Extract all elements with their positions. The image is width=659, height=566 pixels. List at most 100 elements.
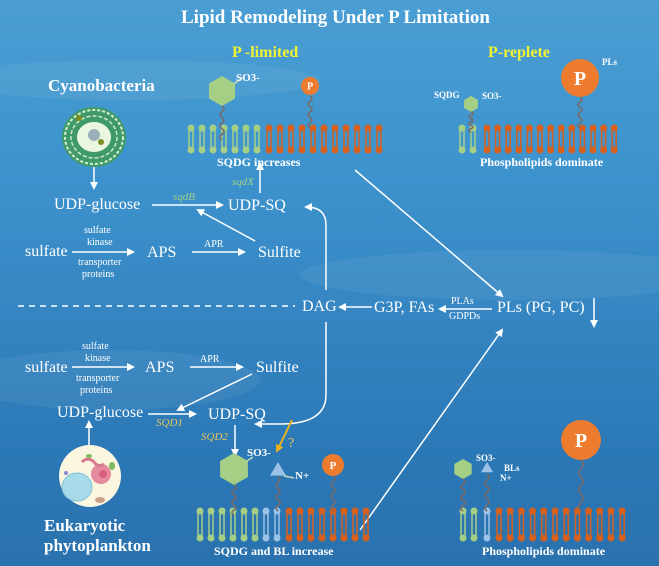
lipid-head bbox=[276, 146, 284, 154]
lipid-head bbox=[296, 534, 304, 542]
lipid-head bbox=[578, 146, 586, 154]
node-sulfate-top: sulfate bbox=[25, 243, 68, 260]
lipid-head bbox=[198, 146, 206, 154]
lipid-head bbox=[362, 534, 370, 542]
lipid-head bbox=[529, 507, 537, 515]
node-udp-glucose-top: UDP-glucose bbox=[54, 196, 141, 213]
node-dag: DAG bbox=[302, 298, 337, 315]
lipid-head bbox=[309, 124, 317, 132]
transporter-line1: transporter bbox=[78, 257, 122, 268]
lipid-head bbox=[287, 124, 295, 132]
lipid-head bbox=[187, 146, 195, 154]
lipid-head bbox=[610, 146, 618, 154]
sulfate-kinase-line1-bottom: sulfate bbox=[82, 341, 109, 352]
lipid-head bbox=[495, 507, 503, 515]
lipid-chain bbox=[578, 459, 584, 512]
eukaryote-label-line1: Eukaryotic bbox=[44, 516, 126, 535]
lipid-head bbox=[506, 534, 514, 542]
lipid-head bbox=[517, 534, 525, 542]
phosphate-icon bbox=[322, 454, 344, 476]
lipid-head bbox=[600, 124, 608, 132]
arrow-bottom-membrane-to-pls bbox=[359, 328, 504, 531]
cyanobacteria-label: Cyanobacteria bbox=[48, 76, 155, 95]
enzyme-sqd2: SQD2 bbox=[201, 431, 228, 443]
lipid-head bbox=[196, 507, 204, 515]
lipid-head bbox=[320, 146, 328, 154]
lipid-head bbox=[525, 124, 533, 132]
lipid-head bbox=[375, 124, 383, 132]
lipid-head bbox=[285, 507, 293, 515]
lipid-head bbox=[298, 146, 306, 154]
lipid-head bbox=[551, 534, 559, 542]
betaine-triangle-icon bbox=[481, 462, 493, 473]
lipid-head bbox=[231, 124, 239, 132]
lipid-head bbox=[262, 507, 270, 515]
arrow-dag-to-udpsq-top bbox=[304, 203, 327, 290]
lipid-head bbox=[494, 146, 502, 154]
lipid-head bbox=[209, 124, 217, 132]
lipid-chain bbox=[484, 473, 490, 512]
lipid-head bbox=[242, 124, 250, 132]
lipid-head bbox=[540, 507, 548, 515]
lipid-head bbox=[340, 534, 348, 542]
node-pls: PLs (PG, PC) bbox=[497, 299, 585, 316]
enzyme-sqd1: SQD1 bbox=[156, 417, 183, 429]
lipid-head bbox=[504, 146, 512, 154]
lipid-head bbox=[607, 507, 615, 515]
transporter-line1-bottom: transporter bbox=[76, 373, 120, 384]
lipid-head bbox=[585, 507, 593, 515]
lipid-head bbox=[515, 124, 523, 132]
lipid-head bbox=[298, 124, 306, 132]
lipid-chain bbox=[468, 111, 474, 133]
lipid-head bbox=[320, 124, 328, 132]
lipid-head bbox=[596, 534, 604, 542]
lipid-head bbox=[318, 507, 326, 515]
lipid-head bbox=[207, 507, 215, 515]
so3-label-bottom: SO3- bbox=[247, 447, 271, 459]
lipid-head bbox=[240, 507, 248, 515]
lipid-head bbox=[494, 124, 502, 132]
lipid-head bbox=[585, 534, 593, 542]
pls-label: PLs bbox=[602, 57, 618, 67]
lipid-head bbox=[375, 146, 383, 154]
so3-label-bottom-right: SO3- bbox=[476, 453, 496, 463]
lipid-head bbox=[296, 507, 304, 515]
lipid-head bbox=[568, 124, 576, 132]
lipid-head bbox=[285, 534, 293, 542]
enzyme-plas: PLAs bbox=[451, 296, 474, 307]
arrow-top-membrane-to-pls bbox=[354, 169, 504, 298]
lipid-head bbox=[483, 124, 491, 132]
lipid-head bbox=[470, 534, 478, 542]
lipid-head bbox=[251, 507, 259, 515]
n-plus-label-bottom: N+ bbox=[295, 470, 310, 482]
lipid-chain bbox=[231, 484, 237, 516]
cyanobacteria-cell-icon bbox=[62, 107, 126, 167]
arrow-unknown-bl-synthesis bbox=[276, 419, 293, 453]
background-wave bbox=[300, 250, 659, 300]
amine-bond bbox=[283, 475, 295, 479]
lipid-chain bbox=[307, 95, 313, 129]
so3-label-replete: SO3- bbox=[482, 91, 502, 101]
sulfonate-bond bbox=[233, 77, 243, 85]
lipid-head bbox=[364, 124, 372, 132]
eukaryotic-cell-icon bbox=[59, 445, 121, 507]
node-aps-bottom: APS bbox=[145, 359, 175, 376]
lipid-head bbox=[536, 146, 544, 154]
lipid-head bbox=[547, 124, 555, 132]
lipid-head bbox=[307, 534, 315, 542]
lipid-head bbox=[547, 146, 555, 154]
sqdg-label-replete: SQDG bbox=[434, 90, 460, 100]
lipid-head bbox=[218, 534, 226, 542]
betaine-triangle-icon bbox=[270, 462, 286, 476]
lipid-head bbox=[470, 507, 478, 515]
lipid-head bbox=[483, 146, 491, 154]
lipid-head bbox=[240, 534, 248, 542]
lipid-head bbox=[196, 534, 204, 542]
lipid-head bbox=[309, 146, 317, 154]
lipid-head bbox=[351, 534, 359, 542]
lipid-head bbox=[220, 146, 228, 154]
lipid-head bbox=[459, 534, 467, 542]
node-udp-glucose-bottom: UDP-glucose bbox=[57, 404, 144, 421]
lipid-head bbox=[536, 124, 544, 132]
